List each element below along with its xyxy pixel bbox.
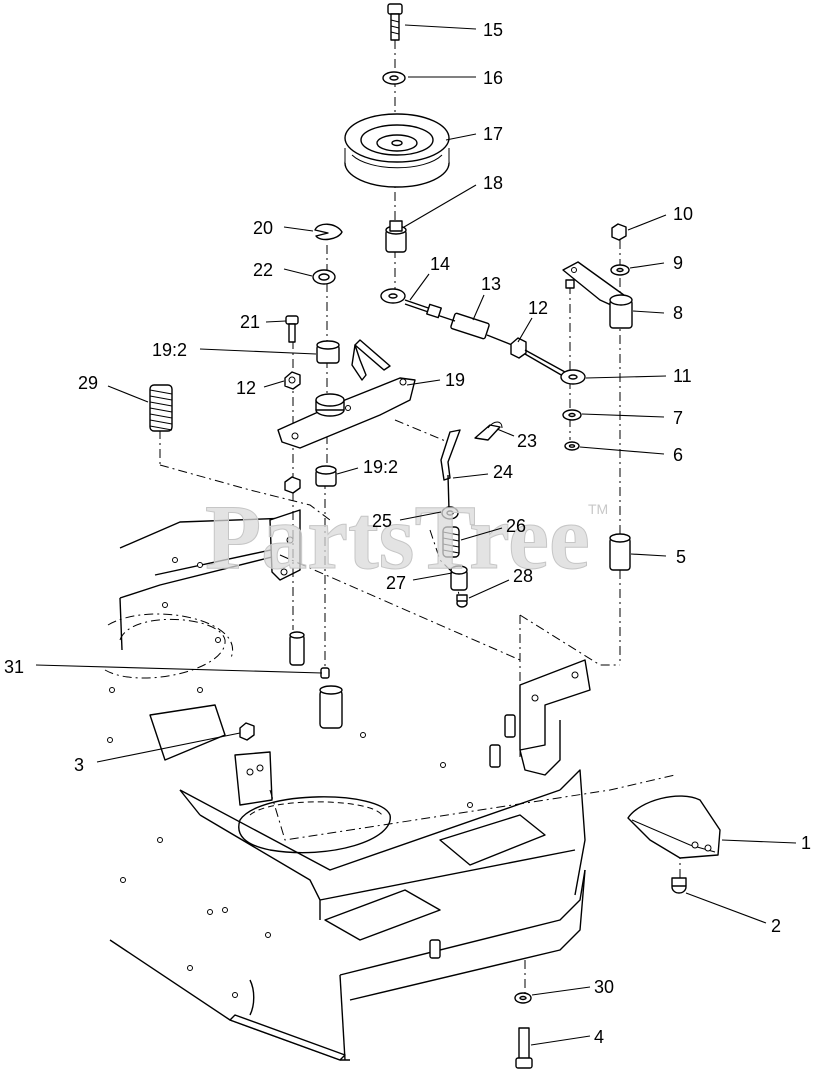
- grease-fitting-31: [320, 667, 330, 679]
- callout-17: 17: [483, 124, 503, 144]
- callout-19: 19: [445, 370, 465, 390]
- callout-22: 22: [253, 260, 273, 280]
- rod-end-11: [524, 349, 586, 385]
- callout-labels: 15 16 17 18 20 22 14 13 12 10 9 8 21 19:…: [4, 20, 811, 1047]
- pin-23: [474, 421, 503, 441]
- bushing-19-2-upper: [316, 340, 340, 364]
- rod-24: [440, 429, 461, 511]
- arm-8: [562, 261, 633, 329]
- nut-12-middle: [510, 337, 527, 359]
- bolt-4: [515, 1027, 533, 1069]
- callout-7: 7: [673, 408, 683, 428]
- callout-30: 30: [594, 977, 614, 997]
- callout-19-2-lower: 19:2: [363, 457, 398, 477]
- clip-6: [564, 441, 580, 451]
- watermark: PartsTree TM: [205, 486, 609, 589]
- callout-19-2-upper: 19:2: [152, 340, 187, 360]
- bushing-18: [385, 220, 407, 253]
- nut-3: [239, 722, 255, 741]
- callout-12-middle: 12: [528, 298, 548, 318]
- rod-end-14: [380, 288, 442, 319]
- bushing-27: [450, 565, 468, 591]
- callout-2: 2: [771, 916, 781, 936]
- callout-20: 20: [253, 218, 273, 238]
- callout-14: 14: [430, 254, 450, 274]
- callout-21: 21: [240, 312, 260, 332]
- spring-29: [149, 384, 173, 432]
- nut-25: [441, 506, 459, 520]
- callout-4: 4: [594, 1027, 604, 1047]
- nut-12-left: [284, 371, 301, 390]
- watermark-trademark: TM: [588, 501, 608, 517]
- washer-7: [562, 409, 582, 421]
- callout-3: 3: [74, 755, 84, 775]
- callout-11: 11: [673, 366, 692, 386]
- bolt-28: [456, 594, 468, 608]
- pulley-17: [344, 113, 450, 188]
- idler-arm-19: [277, 339, 416, 449]
- callout-8: 8: [673, 303, 683, 323]
- nut-10: [611, 223, 627, 241]
- callout-5: 5: [676, 547, 686, 567]
- callout-23: 23: [517, 431, 537, 451]
- e-clip-20: [314, 223, 343, 241]
- callout-31: 31: [4, 657, 24, 677]
- bolt-21: [285, 315, 299, 343]
- bolt-15: [387, 3, 403, 41]
- callout-13: 13: [481, 274, 501, 294]
- callout-leaders: [35, 24, 797, 1046]
- callout-9: 9: [673, 253, 683, 273]
- callout-15: 15: [483, 20, 503, 40]
- callout-10: 10: [673, 204, 693, 224]
- nut-under-arm: [284, 476, 301, 494]
- callout-27: 27: [386, 573, 406, 593]
- washer-9: [610, 264, 630, 276]
- sleeve-13: [439, 312, 513, 346]
- callout-24: 24: [493, 462, 513, 482]
- bushing-19-2-lower: [315, 465, 337, 487]
- callout-29: 29: [78, 373, 98, 393]
- bracket-1: [627, 795, 721, 859]
- mower-deck: [104, 509, 591, 1061]
- washer-16: [382, 71, 406, 85]
- callout-6: 6: [673, 445, 683, 465]
- bolt-2: [671, 877, 687, 894]
- callout-28: 28: [513, 566, 533, 586]
- callout-1: 1: [801, 833, 811, 853]
- washer-30: [514, 992, 532, 1004]
- callout-12-left: 12: [236, 378, 256, 398]
- spring-26: [442, 526, 460, 558]
- watermark-text: PartsTree: [205, 486, 590, 588]
- callout-16: 16: [483, 68, 503, 88]
- washer-22: [312, 269, 336, 285]
- spacer-5: [609, 533, 631, 571]
- callout-18: 18: [483, 173, 503, 193]
- callout-26: 26: [506, 516, 526, 536]
- callout-25: 25: [372, 511, 392, 531]
